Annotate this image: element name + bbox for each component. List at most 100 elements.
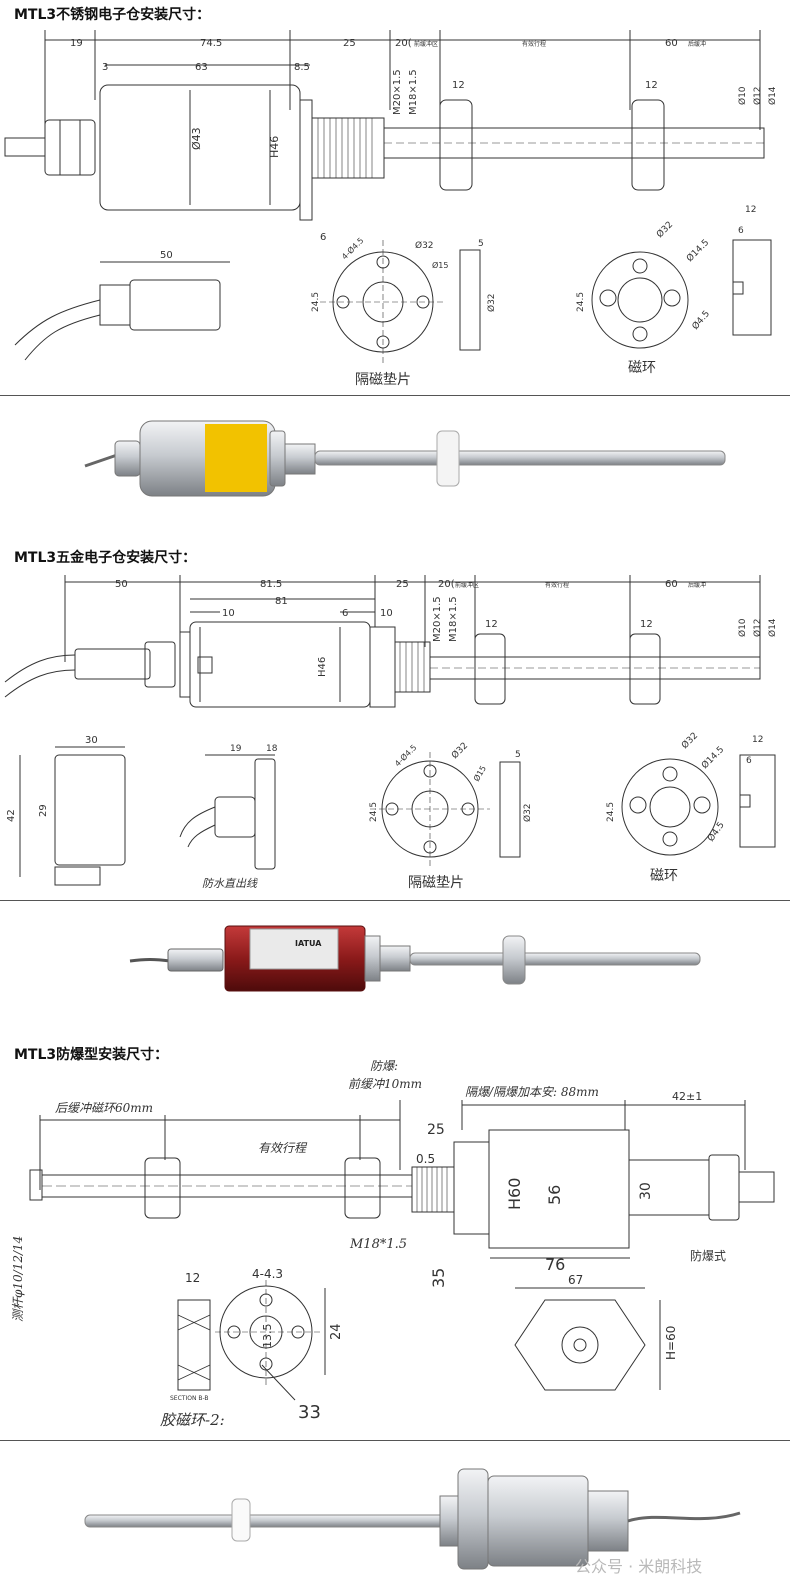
svg-text:63: 63 (195, 62, 208, 73)
svg-text:M18×1.5: M18×1.5 (408, 69, 419, 115)
svg-text:12: 12 (752, 735, 763, 745)
svg-text:6: 6 (342, 608, 348, 619)
svg-text:5: 5 (515, 750, 521, 760)
caption-spacer: 隔磁垫片 (355, 372, 411, 388)
svg-text:20(: 20( (438, 579, 455, 590)
svg-text:19: 19 (230, 744, 242, 754)
watermark-text: 公众号 · 米朗科技 (575, 1557, 703, 1576)
svg-text:测杆φ10/12/14: 测杆φ10/12/14 (11, 1236, 25, 1322)
svg-text:M18*1.5: M18*1.5 (349, 1237, 407, 1252)
svg-text:前缓冲区: 前缓冲区 (414, 40, 438, 48)
ring-section-view (177, 1299, 211, 1391)
svg-text:M20×1.5: M20×1.5 (432, 596, 443, 642)
svg-text:Ø14: Ø14 (767, 618, 778, 637)
svg-text:35: 35 (429, 1268, 448, 1288)
svg-text:后缓冲: 后缓冲 (688, 40, 706, 48)
svg-text:H46: H46 (317, 657, 328, 677)
svg-text:5: 5 (478, 239, 484, 249)
svg-text:24.5: 24.5 (606, 802, 616, 822)
svg-text:76: 76 (545, 1255, 565, 1274)
svg-text:42±1: 42±1 (672, 1090, 702, 1103)
svg-text:0.5: 0.5 (416, 1152, 435, 1166)
svg-text:H=60: H=60 (664, 1326, 678, 1360)
svg-text:后缓冲磁环60mm: 后缓冲磁环60mm (55, 1101, 153, 1115)
svg-text:Ø10: Ø10 (737, 618, 748, 637)
cable-gland (44, 119, 96, 176)
hardware-drawing-svg: 50 81.5 25 20( 前缓冲区 有效行程 60 后缓冲 81 10 6 … (4, 575, 778, 891)
svg-text:前缓冲10mm: 前缓冲10mm (348, 1077, 422, 1091)
svg-text:隔爆/隔爆加本安: 88mm: 隔爆/隔爆加本安: 88mm (465, 1085, 599, 1099)
svg-text:30: 30 (638, 1182, 654, 1200)
svg-text:4-4.3: 4-4.3 (252, 1267, 283, 1281)
svg-text:42: 42 (6, 809, 17, 822)
svg-text:10: 10 (222, 608, 235, 619)
svg-text:12: 12 (485, 619, 498, 630)
svg-text:防爆:: 防爆: (370, 1059, 398, 1073)
svg-text:12: 12 (645, 80, 658, 91)
svg-text:13.5: 13.5 (261, 1324, 274, 1349)
explosion-proof-flange (453, 1141, 490, 1235)
svg-text:4-Ø4.5: 4-Ø4.5 (339, 235, 365, 261)
photo-stainless-sensor (0, 396, 790, 536)
svg-text:Ø12: Ø12 (752, 618, 763, 637)
explosion-proof-drawing-svg: 后缓冲磁环60mm 有效行程 防爆: 前缓冲10mm 隔爆/隔爆加本安: 88m… (11, 1059, 775, 1429)
svg-text:Ø4.5: Ø4.5 (705, 820, 726, 844)
caption-magnet-ring-2: 磁环 (650, 868, 678, 884)
svg-text:12: 12 (745, 205, 756, 215)
svg-text:Ø4.5: Ø4.5 (690, 308, 712, 331)
svg-text:Ø32: Ø32 (679, 730, 700, 751)
svg-text:有效行程: 有效行程 (258, 1141, 308, 1155)
svg-text:18: 18 (266, 744, 278, 754)
svg-text:25: 25 (427, 1122, 445, 1138)
svg-text:24.5: 24.5 (369, 802, 379, 822)
svg-text:81: 81 (275, 596, 288, 607)
stainless-sensor-illustration (84, 420, 726, 497)
svg-text:20(: 20( (395, 38, 412, 49)
rod (383, 127, 765, 159)
svg-text:前缓冲区: 前缓冲区 (455, 581, 479, 589)
connector-box (54, 754, 126, 866)
caption-spacer-2: 隔磁垫片 (408, 875, 464, 891)
warning-label (205, 424, 267, 492)
svg-text:12: 12 (640, 619, 653, 630)
photo-explosion-proof-sensor: 公众号 · 米朗科技 (0, 1441, 790, 1581)
svg-text:后缓冲: 后缓冲 (688, 581, 706, 589)
magnet-ring-side (631, 99, 665, 191)
svg-text:6: 6 (320, 232, 326, 243)
svg-text:3: 3 (102, 62, 108, 73)
svg-text:29: 29 (38, 804, 49, 817)
spacer-side-view (459, 249, 481, 351)
svg-text:Ø32: Ø32 (486, 293, 497, 312)
svg-text:8.5: 8.5 (294, 62, 310, 73)
svg-text:60: 60 (665, 579, 678, 590)
magnet-ring-front-view (591, 251, 689, 349)
svg-text:H46: H46 (268, 136, 281, 158)
svg-text:有效行程: 有效行程 (522, 40, 546, 48)
svg-text:25: 25 (343, 38, 356, 49)
caption-rubber-ring: 胶磁环-2: (160, 1411, 225, 1429)
svg-text:4-Ø4.5: 4-Ø4.5 (392, 742, 418, 768)
stainless-drawing-svg: 19 74.5 25 20( 前缓冲区 有效行程 60 后缓冲 3 63 8.5… (4, 30, 778, 388)
svg-text:10: 10 (380, 608, 393, 619)
svg-text:Ø14: Ø14 (767, 86, 778, 105)
svg-text:56: 56 (545, 1185, 564, 1205)
svg-text:IATUA: IATUA (295, 939, 322, 948)
hardware-housing (189, 621, 371, 708)
svg-text:Ø32: Ø32 (449, 740, 470, 761)
svg-text:6: 6 (738, 226, 744, 236)
svg-text:Ø12: Ø12 (752, 86, 763, 105)
caption-waterproof-cable: 防水直出线 (202, 877, 258, 890)
section3-title: MTL3防爆型安装尺寸： (14, 1047, 169, 1063)
section-stainless-drawing: MTL3不锈钢电子仓安装尺寸： (0, 0, 790, 395)
svg-text:SECTION B-B: SECTION B-B (170, 1395, 209, 1402)
svg-text:24.5: 24.5 (576, 292, 586, 312)
svg-text:Ø32: Ø32 (415, 240, 434, 251)
svg-text:25: 25 (396, 579, 409, 590)
divider-1 (0, 395, 790, 396)
photo-hardware-sensor: IATUA (0, 901, 790, 1029)
svg-text:60: 60 (665, 38, 678, 49)
magnet-ring-photo (436, 430, 460, 487)
svg-text:24: 24 (329, 1323, 344, 1340)
svg-text:Ø15: Ø15 (471, 764, 488, 783)
svg-text:Ø14.5: Ø14.5 (699, 744, 726, 771)
